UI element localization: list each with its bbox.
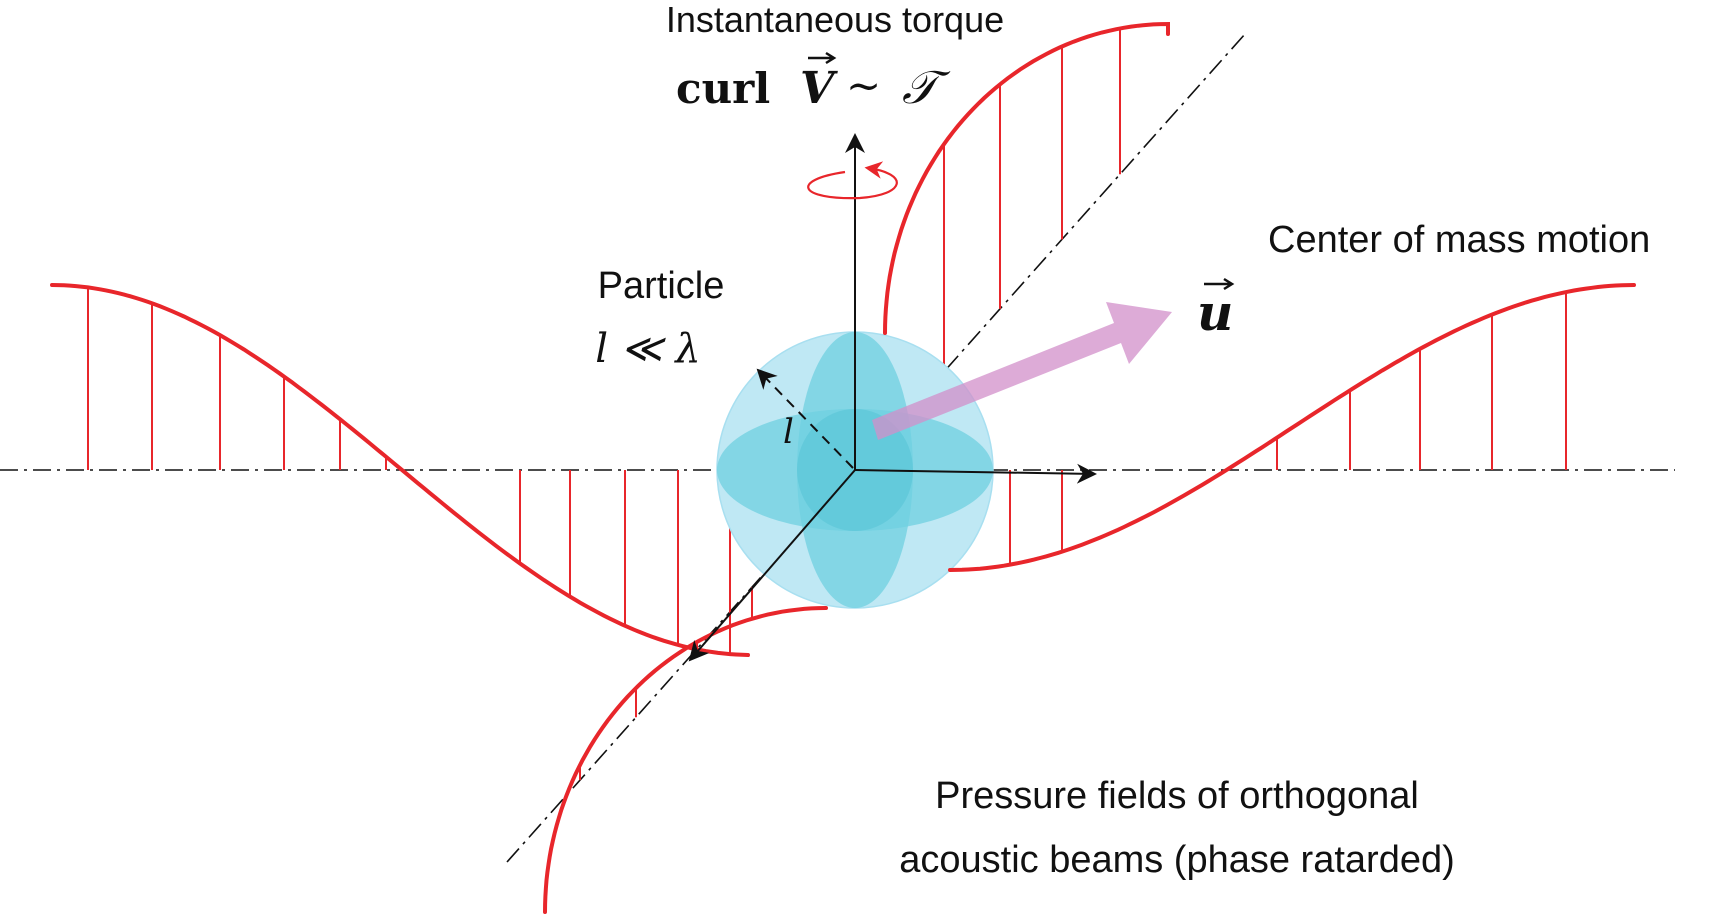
horizontal-wave-right <box>948 283 1636 572</box>
pressure-fields-line1: Pressure fields of orthogonal <box>935 775 1419 817</box>
diagonal-wave-lower <box>543 606 828 914</box>
labels-group: Instantaneous torque curl V ~ 𝒯 Particle… <box>595 0 1650 881</box>
torque-title: Instantaneous torque <box>666 0 1004 40</box>
velocity-arrow-shape <box>872 302 1172 440</box>
torque-t-symbol: 𝒯 <box>902 60 951 114</box>
torque-vector-v: V <box>800 63 838 114</box>
velocity-symbol-arrow-icon <box>1204 277 1235 291</box>
pressure-fields-line2: acoustic beams (phase ratarded) <box>899 839 1455 881</box>
radius-dashed-arrow <box>756 368 854 469</box>
radius-label: l <box>783 412 794 452</box>
diagonal-wave-upper <box>883 21 1170 335</box>
torque-vector-v-arrow-icon <box>808 51 837 65</box>
coordinate-arrows <box>688 133 1097 662</box>
particle-relation: l ≪ λ <box>595 326 700 372</box>
horizontal-wave-left <box>50 283 750 657</box>
thick-arrow-icon <box>872 302 1172 440</box>
particle-title: Particle <box>598 265 725 307</box>
diagonal-axis-arrow <box>688 469 856 662</box>
horizontal-axis-arrow <box>854 463 1097 484</box>
torque-sim: ~ <box>846 61 881 110</box>
velocity-symbol: u <box>1197 283 1233 342</box>
curved-rotation-arrow-icon <box>807 161 898 200</box>
pressure-field-curves <box>50 21 1636 914</box>
center-of-mass-title: Center of mass motion <box>1268 219 1650 261</box>
torque-curl: curl <box>676 64 770 113</box>
pressure-field-hatching <box>87 28 1567 781</box>
